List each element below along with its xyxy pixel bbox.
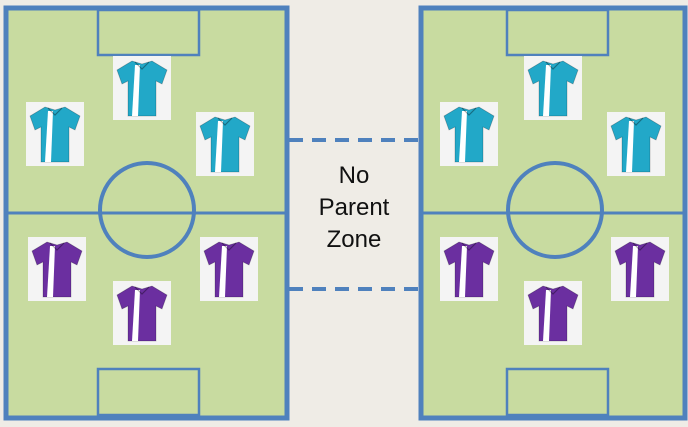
bottom-goal-box xyxy=(507,369,608,415)
zone-label-line-2: Parent xyxy=(289,192,419,224)
jersey-icon xyxy=(611,237,669,301)
jersey-icon xyxy=(113,281,171,345)
top-goal-box xyxy=(507,10,608,55)
jersey-icon xyxy=(200,237,258,301)
jersey-icon xyxy=(607,112,665,176)
top-goal-box xyxy=(98,10,199,55)
jersey-icon xyxy=(440,102,498,166)
bottom-goal-box xyxy=(98,369,199,415)
jersey-icon xyxy=(524,281,582,345)
jersey-icon xyxy=(26,102,84,166)
zone-label-line-1: No xyxy=(289,160,419,192)
no-parent-zone-label: No Parent Zone xyxy=(289,160,419,256)
jersey-icon xyxy=(28,237,86,301)
jersey-icon xyxy=(524,56,582,120)
jersey-icon xyxy=(196,112,254,176)
jersey-icon xyxy=(113,56,171,120)
zone-label-line-3: Zone xyxy=(289,224,419,256)
jersey-icon xyxy=(440,237,498,301)
